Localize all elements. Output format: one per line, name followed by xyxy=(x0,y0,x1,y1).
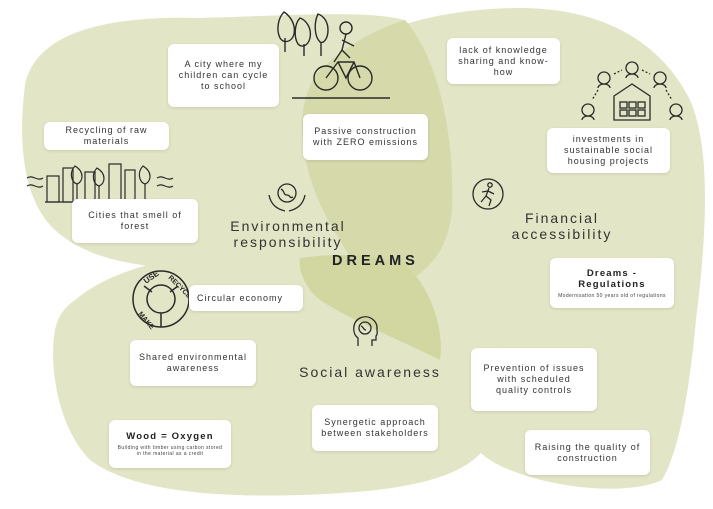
earth-hands-icon xyxy=(267,181,307,215)
card-regulations-title: Dreams - Regulations xyxy=(578,267,646,290)
card-regulations: Dreams - Regulations Modernisation 50 ye… xyxy=(550,258,674,308)
card-forest: Cities that smell of forest xyxy=(72,199,198,243)
area-environmental-label: Environmental responsibility xyxy=(230,218,346,250)
people-network-icon xyxy=(576,60,688,126)
card-investments: investments in sustainable social housin… xyxy=(547,128,670,173)
card-city-cycle: A city where my children can cycle to sc… xyxy=(168,44,279,107)
cycle-make-label: MAKE xyxy=(136,311,155,330)
card-circular: Circular economy xyxy=(189,285,303,311)
dreams-center-label: DREAMS xyxy=(332,253,419,269)
running-figure-icon xyxy=(470,176,506,212)
card-synergetic: Synergetic approach between stakeholders xyxy=(312,405,438,451)
card-wood-subtitle: Building with timber using carbon stored… xyxy=(117,445,223,457)
card-regulations-subtitle: Modernisation 50 years old of regulation… xyxy=(558,292,666,299)
card-passive: Passive construction with ZERO emissions xyxy=(303,114,428,160)
card-recycling: Recycling of raw materials xyxy=(44,122,169,150)
head-globe-icon xyxy=(350,314,380,348)
card-wood-title: Wood = Oxygen xyxy=(126,431,214,442)
card-raising: Raising the quality of construction xyxy=(525,430,650,475)
cyclist-icon xyxy=(270,10,390,102)
area-financial-label: Financial accessibility xyxy=(511,210,613,242)
card-lack-knowledge: lack of knowledge sharing and know-how xyxy=(447,38,560,84)
overlap-social xyxy=(299,254,441,360)
area-social-label: Social awareness xyxy=(299,364,441,380)
card-wood: Wood = Oxygen Building with timber using… xyxy=(109,420,231,468)
card-shared: Shared environmental awareness xyxy=(130,340,256,386)
card-prevention: Prevention of issues with scheduled qual… xyxy=(471,348,597,411)
recycle-cycle-icon: USE RECYCLE MAKE xyxy=(130,268,192,330)
